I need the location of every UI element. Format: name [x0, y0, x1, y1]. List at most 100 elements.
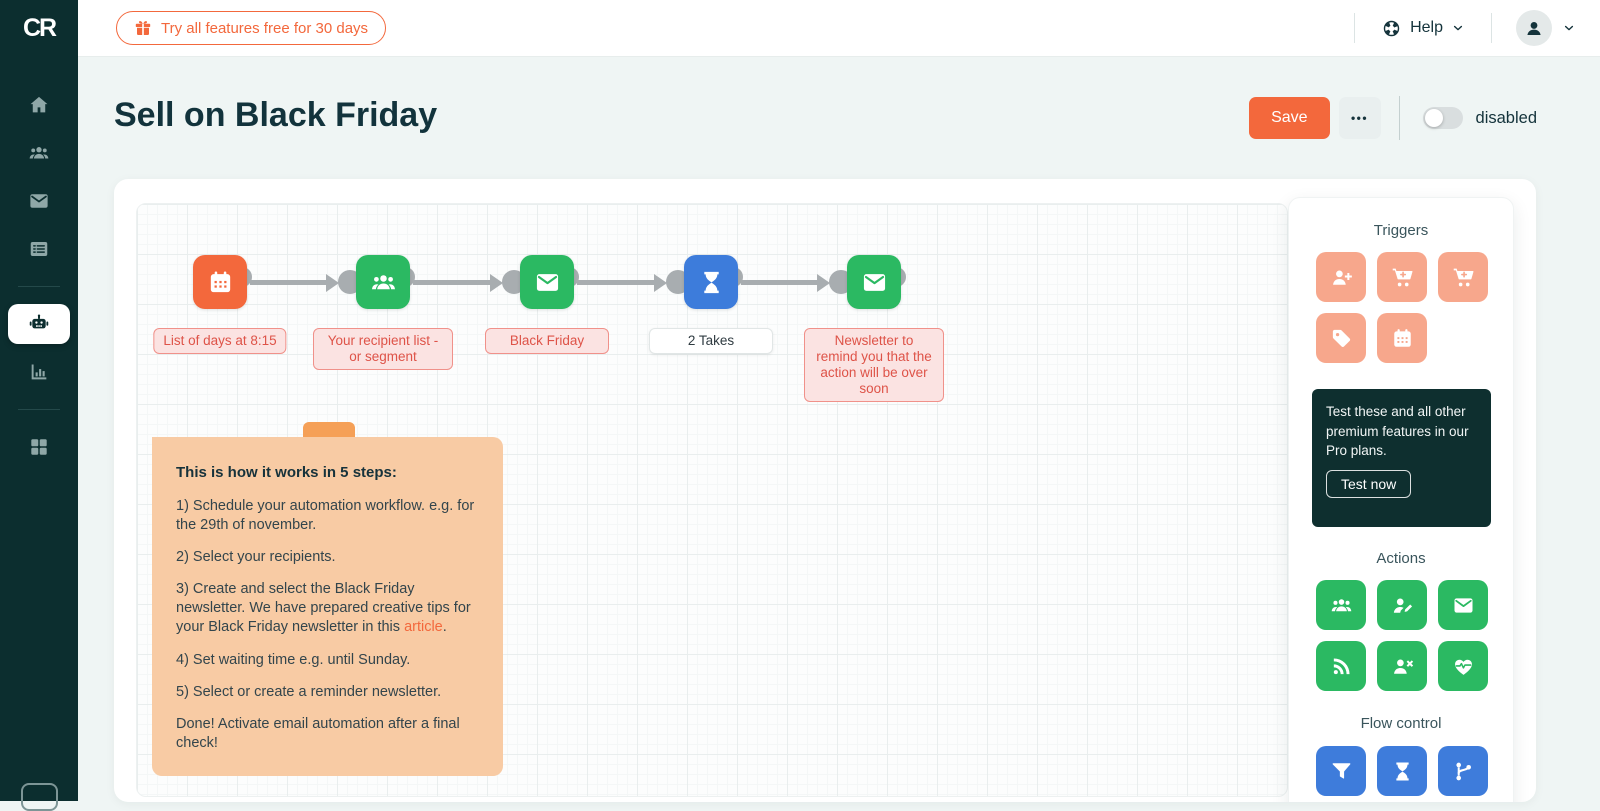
promo-tooltip: Test these and all other premium feature…: [1312, 389, 1491, 527]
actions-title: Actions: [1376, 550, 1426, 567]
test-now-button[interactable]: Test now: [1326, 469, 1412, 498]
sidebar-item-forms[interactable]: [0, 225, 78, 273]
sidebar-divider: [18, 286, 60, 287]
note-text: Done! Activate email automation after a …: [176, 715, 460, 751]
trigger-tile-cart-plus[interactable]: [1377, 252, 1427, 302]
workflow-node-schedule[interactable]: [193, 255, 247, 309]
flow-control-title: Flow control: [1360, 715, 1442, 732]
workflow-node-reminder[interactable]: [847, 255, 901, 309]
sidebar-collapse-button[interactable]: [21, 783, 58, 811]
note-text: 5) Select or create a reminder newslette…: [176, 683, 442, 700]
robot-icon: [29, 314, 49, 329]
workflow-canvas[interactable]: List of days at 8:15 Your recipient list …: [136, 203, 1288, 797]
workflow-connector: [250, 279, 331, 285]
sticky-note-tab[interactable]: [303, 422, 355, 439]
note-paragraph: Done! Activate email automation after a …: [176, 715, 479, 753]
save-button[interactable]: Save: [1249, 97, 1330, 139]
sidebar-item-mailings[interactable]: [0, 177, 78, 225]
note-text: 3) Create and select the Black Friday ne…: [176, 581, 471, 636]
workflow-node-wait[interactable]: [684, 255, 738, 309]
branch-icon: [1455, 762, 1471, 780]
top-header: Try all features free for 30 days Help: [78, 0, 1600, 57]
tag-icon: [1332, 329, 1350, 347]
lifebuoy-icon: [1381, 18, 1402, 39]
users-icon: [29, 147, 49, 159]
heart-pulse-icon: [1454, 659, 1472, 675]
hourglass-icon: [1395, 761, 1409, 781]
connector-arrow-icon: [326, 273, 339, 292]
blocks-panel: Triggers Test these and all other premiu…: [1288, 197, 1514, 802]
chevron-down-icon: [1562, 21, 1576, 35]
toggle-state-label: disabled: [1475, 108, 1537, 127]
cart-plus-icon: [1392, 268, 1412, 286]
user-plus-icon: [1332, 270, 1352, 285]
envelope-icon: [536, 273, 558, 291]
user-edit-icon: [1393, 598, 1412, 613]
sidebar-item-recipients[interactable]: [0, 129, 78, 177]
note-paragraph: 1) Schedule your automation workflow. e.…: [176, 497, 479, 535]
help-label: Help: [1410, 19, 1443, 36]
home-icon: [30, 96, 48, 113]
workflow-connector: [413, 279, 495, 285]
list-icon: [30, 242, 48, 256]
action-tile-envelope[interactable]: [1438, 580, 1488, 630]
toolbar-divider: [1398, 96, 1400, 140]
sidebar-item-reports[interactable]: [0, 348, 78, 396]
trigger-tile-tag[interactable]: [1316, 313, 1366, 363]
note-text: 4) Set waiting time e.g. until Sunday.: [176, 651, 411, 668]
action-tile-heart-pulse[interactable]: [1438, 641, 1488, 691]
user-menu[interactable]: [1492, 10, 1576, 46]
toggle-knob: [1424, 109, 1443, 127]
sidebar-item-automation[interactable]: [8, 304, 70, 344]
node-label-reminder[interactable]: Newsletter to remind you that the action…: [804, 328, 944, 402]
article-link[interactable]: article: [404, 619, 443, 636]
action-tiles: [1316, 580, 1492, 691]
triggers-title: Triggers: [1373, 222, 1429, 239]
action-tile-user-edit[interactable]: [1377, 580, 1427, 630]
note-paragraph: 3) Create and select the Black Friday ne…: [176, 580, 479, 637]
sidebar-divider: [18, 409, 60, 410]
trigger-tile-user-plus[interactable]: [1316, 252, 1366, 302]
users-icon: [1331, 598, 1351, 611]
action-tile-rss[interactable]: [1316, 641, 1366, 691]
hourglass-icon: [703, 271, 719, 293]
trigger-tile-calendar[interactable]: [1377, 313, 1427, 363]
node-label-wait[interactable]: 2 Takes: [649, 328, 773, 354]
enable-toggle[interactable]: [1422, 107, 1463, 129]
action-tile-users[interactable]: [1316, 580, 1366, 630]
chevron-down-icon: [1451, 21, 1465, 35]
note-body: 1) Schedule your automation workflow. e.…: [176, 497, 479, 753]
flow-tile-hourglass[interactable]: [1377, 746, 1427, 796]
connector-arrow-icon: [490, 273, 503, 292]
sidebar-item-apps[interactable]: [0, 423, 78, 471]
calendar-icon: [210, 270, 230, 292]
calendar-icon: [1393, 328, 1411, 347]
sidebar: CR: [0, 0, 78, 811]
envelope-icon: [863, 273, 885, 291]
promo-text: Test these and all other premium feature…: [1326, 404, 1469, 459]
workflow-connector: [741, 279, 822, 285]
page-title: Sell on Black Friday: [114, 96, 438, 134]
trial-button[interactable]: Try all features free for 30 days: [116, 11, 387, 45]
avatar: [1516, 10, 1552, 46]
help-menu[interactable]: Help: [1355, 18, 1491, 39]
more-options-button[interactable]: •••: [1338, 97, 1381, 139]
flow-tile-filter[interactable]: [1316, 746, 1366, 796]
user-x-icon: [1393, 659, 1413, 674]
node-label-schedule[interactable]: List of days at 8:15: [153, 328, 287, 354]
header-divider: [1354, 13, 1356, 43]
sidebar-item-home[interactable]: [0, 81, 78, 129]
trigger-tile-cart-plus[interactable]: [1438, 252, 1488, 302]
rss-icon: [1333, 657, 1350, 674]
chart-icon: [31, 364, 47, 380]
flow-tile-branch[interactable]: [1438, 746, 1488, 796]
filter-icon: [1332, 762, 1350, 779]
app-logo[interactable]: CR: [22, 14, 57, 42]
workflow-node-recipients[interactable]: [356, 255, 410, 309]
node-label-newsletter[interactable]: Black Friday: [485, 328, 609, 354]
action-tile-user-x[interactable]: [1377, 641, 1427, 691]
sidebar-nav: [0, 57, 78, 471]
node-label-recipients[interactable]: Your recipient list - or segment: [313, 328, 453, 370]
workflow-node-newsletter[interactable]: [520, 255, 574, 309]
cart-plus-icon: [1453, 268, 1473, 286]
